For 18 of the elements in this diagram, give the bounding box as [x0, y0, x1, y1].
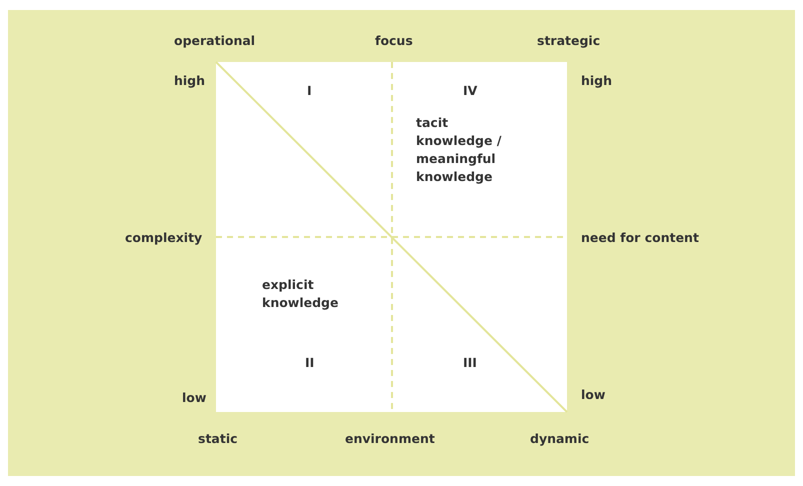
scale-label: low [581, 386, 606, 404]
axis-label: static [198, 430, 238, 448]
quadrant-number: II [305, 354, 314, 372]
quadrant-number: IV [463, 82, 478, 100]
axis-label: need for content [581, 229, 699, 247]
axis-label: strategic [537, 32, 600, 50]
axis-label: dynamic [530, 430, 590, 448]
axis-label: operational [174, 32, 256, 50]
axis-label: environment [345, 430, 435, 448]
scale-label: low [182, 389, 206, 407]
scale-label: high [174, 72, 206, 90]
quadrant-text: explicit knowledge [262, 276, 340, 312]
axis-label: complexity [125, 229, 202, 247]
quadrant-number: III [463, 354, 477, 372]
quadrant-number: I [307, 82, 312, 100]
quadrant-text: tacit knowledge / meaningful knowledge [416, 114, 502, 186]
axis-label: focus [375, 32, 413, 50]
scale-label: high [581, 72, 612, 90]
